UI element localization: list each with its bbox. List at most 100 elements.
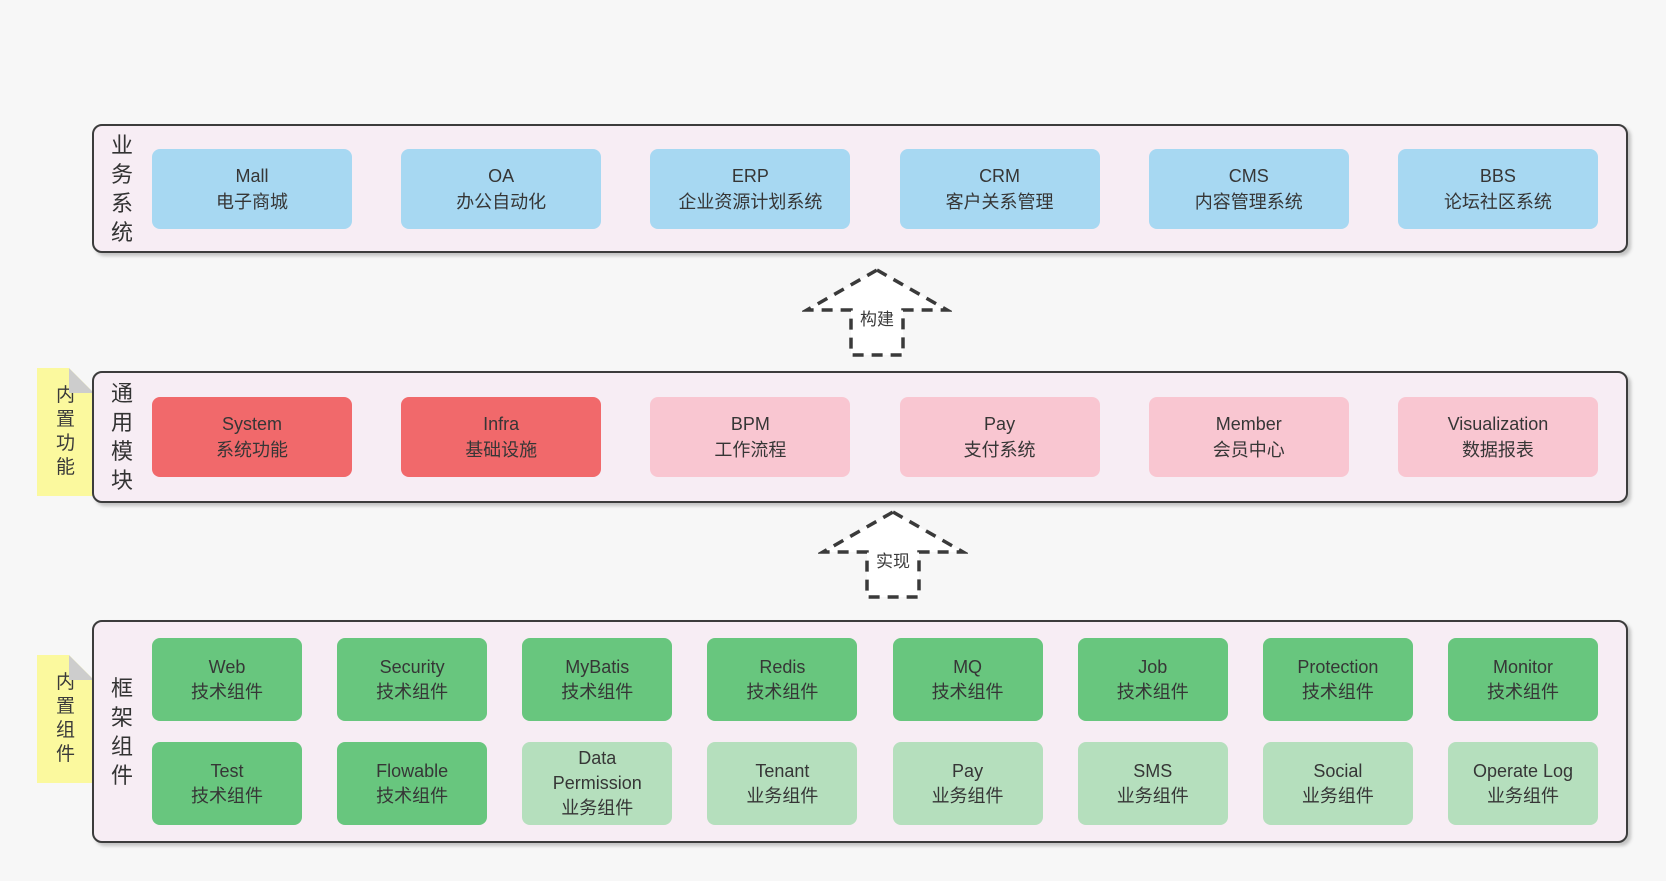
box-test: Test 技术组件: [152, 742, 302, 825]
box-title: Web: [208, 656, 246, 677]
box-bpm: BPM 工作流程: [650, 397, 851, 477]
box-title: CRM: [979, 165, 1021, 186]
box-member: Member 会员中心: [1148, 397, 1349, 477]
box-subtitle: 内容管理系统: [1194, 191, 1303, 212]
box-subtitle: 业务组件: [931, 785, 1004, 806]
modules-boxes-row: System 系统功能 Infra 基础设施 BPM 工作流程 Pay 支付系统 Member 会…: [150, 373, 1626, 501]
box-crm: CRM 客户关系管理: [899, 148, 1100, 229]
box-job: Job 技术组件: [1077, 638, 1228, 721]
box-title: Redis: [759, 656, 806, 677]
box-cms: CMS 内容管理系统: [1148, 148, 1349, 229]
box-title: Protection: [1297, 656, 1379, 677]
box-bbs: BBS 论坛社区系统: [1397, 148, 1598, 229]
box-title: Operate Log: [1472, 760, 1574, 781]
box-title: BPM: [730, 414, 770, 434]
box-protection: Protection 技术组件: [1262, 638, 1413, 721]
box-title: System: [221, 414, 282, 434]
box-subtitle: 技术组件: [931, 681, 1004, 702]
box-subtitle: 客户关系管理: [945, 191, 1054, 212]
box-visualization: Visualization 数据报表: [1397, 397, 1598, 477]
box-system: System 系统功能: [152, 397, 352, 477]
layer-label: 框架组件: [94, 622, 150, 841]
box-mybatis: MyBatis 技术组件: [522, 638, 673, 721]
box-sms: SMS 业务组件: [1077, 742, 1228, 825]
arrow-up-implement: 实现: [818, 509, 968, 601]
box-monitor: Monitor 技术组件: [1447, 638, 1598, 721]
box-title: Infra: [483, 414, 520, 434]
box-subtitle: 论坛社区系统: [1443, 191, 1552, 212]
layer-label-text: 框架组件: [110, 675, 133, 788]
box-subtitle: 业务组件: [1116, 785, 1189, 806]
box-redis: Redis 技术组件: [707, 638, 858, 721]
box-subtitle: 会员中心: [1212, 440, 1285, 460]
box-title: Pay: [984, 414, 1016, 434]
layer-label: 业务系统: [94, 126, 150, 251]
box-subtitle: 技术组件: [376, 681, 449, 702]
box-title: Test: [210, 760, 244, 781]
box-subtitle: 技术组件: [1486, 681, 1559, 702]
box-title: Security: [379, 656, 445, 677]
box-title: Member: [1215, 414, 1282, 434]
box-title: SMS: [1133, 760, 1173, 781]
box-title: BBS: [1479, 165, 1516, 186]
box-subtitle: 业务组件: [561, 798, 634, 818]
box-security: Security 技术组件: [337, 638, 488, 721]
layer-label: 通用模块: [94, 373, 150, 501]
box-subtitle: 技术组件: [191, 681, 263, 702]
box-subtitle: 电子商城: [216, 191, 288, 212]
box-subtitle: 数据报表: [1461, 440, 1534, 460]
box-oa: OA 办公自动化: [401, 148, 602, 229]
box-title: OA: [488, 165, 515, 186]
box-web: Web 技术组件: [152, 638, 302, 721]
sticky-note-label: 内置组件: [55, 672, 75, 765]
box-subtitle: 企业资源计划系统: [678, 191, 823, 212]
box-title: MyBatis: [565, 656, 630, 677]
sticky-fold-corner: [69, 368, 94, 393]
box-title: Social: [1313, 760, 1363, 781]
box-subtitle: 支付系统: [963, 440, 1036, 460]
box-subtitle: 业务组件: [1486, 785, 1559, 806]
box-subtitle: 工作流程: [714, 440, 787, 460]
box-flowable: Flowable 技术组件: [337, 742, 488, 825]
box-subtitle: 技术组件: [1116, 681, 1189, 702]
sticky-note-builtin-components: 内置组件: [37, 655, 94, 783]
layer-label-text: 业务系统: [110, 132, 133, 245]
arrow-label: 构建: [856, 309, 898, 331]
sticky-note-builtin-features: 内置功能: [37, 368, 94, 496]
sticky-fold-corner: [69, 655, 94, 680]
box-subtitle: 技术组件: [746, 681, 819, 702]
box-title: Data Permission: [552, 748, 642, 793]
box-subtitle: 技术组件: [561, 681, 634, 702]
box-title: CMS: [1228, 165, 1269, 186]
box-mall: Mall 电子商城: [152, 148, 352, 229]
layer-label-text: 通用模块: [110, 381, 133, 493]
box-title: Visualization: [1447, 414, 1549, 434]
box-title: Flowable: [376, 760, 449, 781]
box-subtitle: 办公自动化: [456, 191, 547, 212]
box-tenant: Tenant 业务组件: [707, 742, 858, 825]
box-title: Job: [1138, 656, 1168, 677]
box-subtitle: 技术组件: [376, 785, 449, 806]
box-subtitle: 基础设施: [465, 440, 538, 460]
box-operate-log: Operate Log 业务组件: [1447, 742, 1598, 825]
box-title: Monitor: [1492, 656, 1553, 677]
box-title: Tenant: [755, 760, 810, 781]
box-pay: Pay 支付系统: [899, 397, 1100, 477]
box-subtitle: 技术组件: [191, 785, 263, 806]
box-subtitle: 系统功能: [216, 440, 288, 460]
box-subtitle: 技术组件: [1301, 681, 1374, 702]
box-title: Mall: [235, 165, 269, 186]
box-subtitle: 业务组件: [746, 785, 819, 806]
box-infra: Infra 基础设施: [401, 397, 602, 477]
box-data-permission: Data Permission 业务组件: [522, 742, 673, 825]
